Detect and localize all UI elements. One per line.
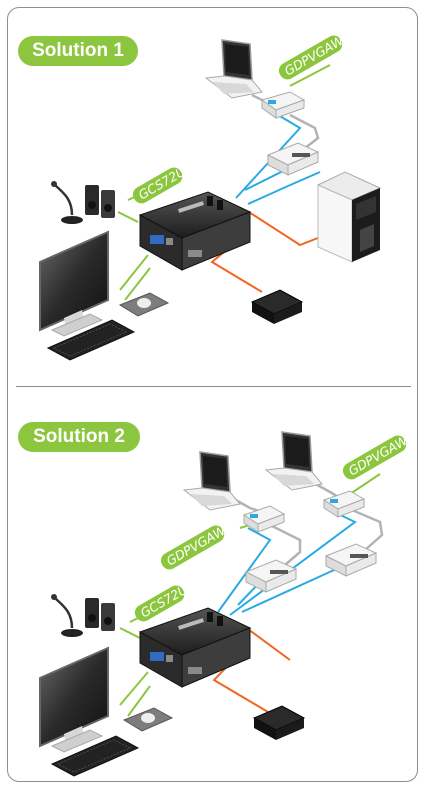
keyboard-mouse-1 [46, 292, 170, 361]
speakers-mic-1 [51, 181, 115, 224]
gdpvgaw6-leader [289, 64, 331, 87]
extender-2a-bottom [244, 559, 298, 593]
usb-hub-2 [252, 705, 306, 740]
extender-label-2a-group: GDPVGAW6 [160, 519, 235, 570]
monitor-1 [39, 230, 109, 337]
solution-1-title: Solution 1 [18, 36, 138, 66]
extender-label-1-group: GDPVGAW6 [278, 29, 353, 80]
section-divider [16, 386, 411, 387]
extender-label-2b: GDPVGAW6 [346, 429, 417, 479]
switch-label-1: GCS72U [136, 164, 188, 203]
extender-1b [266, 142, 320, 176]
extender-2b-bottom [324, 543, 378, 577]
switch-label-1-group: GCS72U [132, 164, 188, 204]
extender-2a-top [242, 505, 286, 533]
monitor-2 [39, 646, 109, 753]
extender-label-2a: GDPVGAW6 [164, 519, 235, 569]
extender-1a [260, 91, 306, 119]
switch-label-2: GCS72U [138, 582, 190, 621]
gdpvgaw6-leader-2b [349, 473, 381, 495]
laptop-2a [182, 451, 241, 511]
usb-hub-1 [250, 289, 304, 324]
tower-pc [316, 171, 382, 263]
keyboard-mouse-2 [50, 707, 174, 777]
laptop-1 [204, 39, 263, 99]
kvm-switch-2 [138, 607, 252, 688]
extender-2b-top [322, 490, 366, 518]
speakers-mic-2 [51, 594, 115, 637]
kvm-switch-1 [138, 191, 252, 271]
laptop-2b [264, 431, 323, 491]
solution-2-title: Solution 2 [18, 422, 140, 452]
